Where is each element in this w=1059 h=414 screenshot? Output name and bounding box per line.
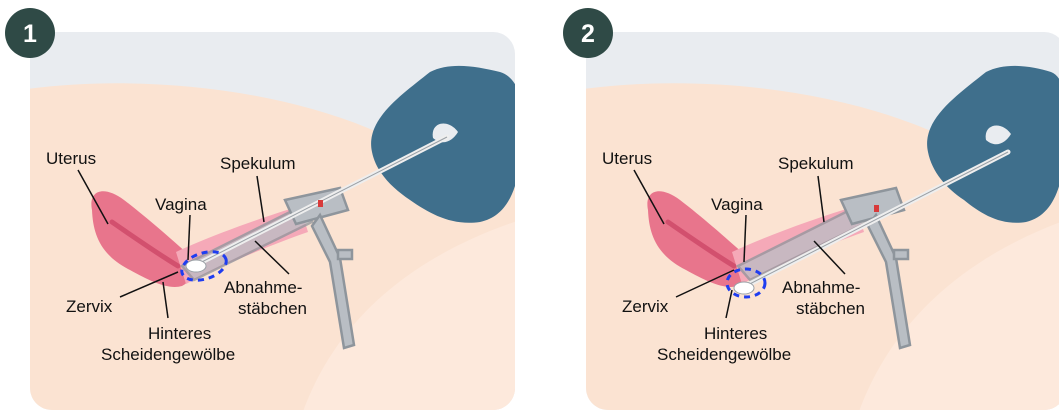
label-hinteres-line-1: Hinteres — [148, 324, 211, 343]
speculum-red-mark — [318, 200, 323, 207]
label-spekulum: Spekulum — [778, 154, 854, 173]
label-abnahme-line-2: stäbchen — [796, 299, 865, 318]
speculum-red-mark — [874, 205, 879, 212]
label-vagina: Vagina — [155, 195, 207, 214]
label-abnahme-line-1: Abnahme- — [782, 278, 860, 297]
label-abnahme-line-1: Abnahme- — [224, 278, 302, 297]
label-hinteres-line-2: Scheidengewölbe — [101, 345, 235, 364]
swab-tip — [734, 282, 754, 294]
label-uterus: Uterus — [602, 149, 652, 168]
panel-2-number: 2 — [581, 20, 595, 48]
label-vagina: Vagina — [711, 195, 763, 214]
panel-1: Uterus Spekulum Vagina Zervix Abnahme- s… — [0, 0, 520, 414]
label-zervix: Zervix — [622, 297, 669, 316]
label-zervix: Zervix — [66, 297, 113, 316]
label-uterus: Uterus — [46, 149, 96, 168]
panel-2: Uterus Spekulum Vagina Zervix Abnahme- s… — [556, 0, 1059, 414]
panel-1-number: 1 — [23, 20, 37, 48]
label-hinteres-line-2: Scheidengewölbe — [657, 345, 791, 364]
label-hinteres-line-1: Hinteres — [704, 324, 767, 343]
label-spekulum: Spekulum — [220, 154, 296, 173]
label-abnahme-line-2: stäbchen — [238, 299, 307, 318]
swab-tip — [186, 260, 206, 272]
